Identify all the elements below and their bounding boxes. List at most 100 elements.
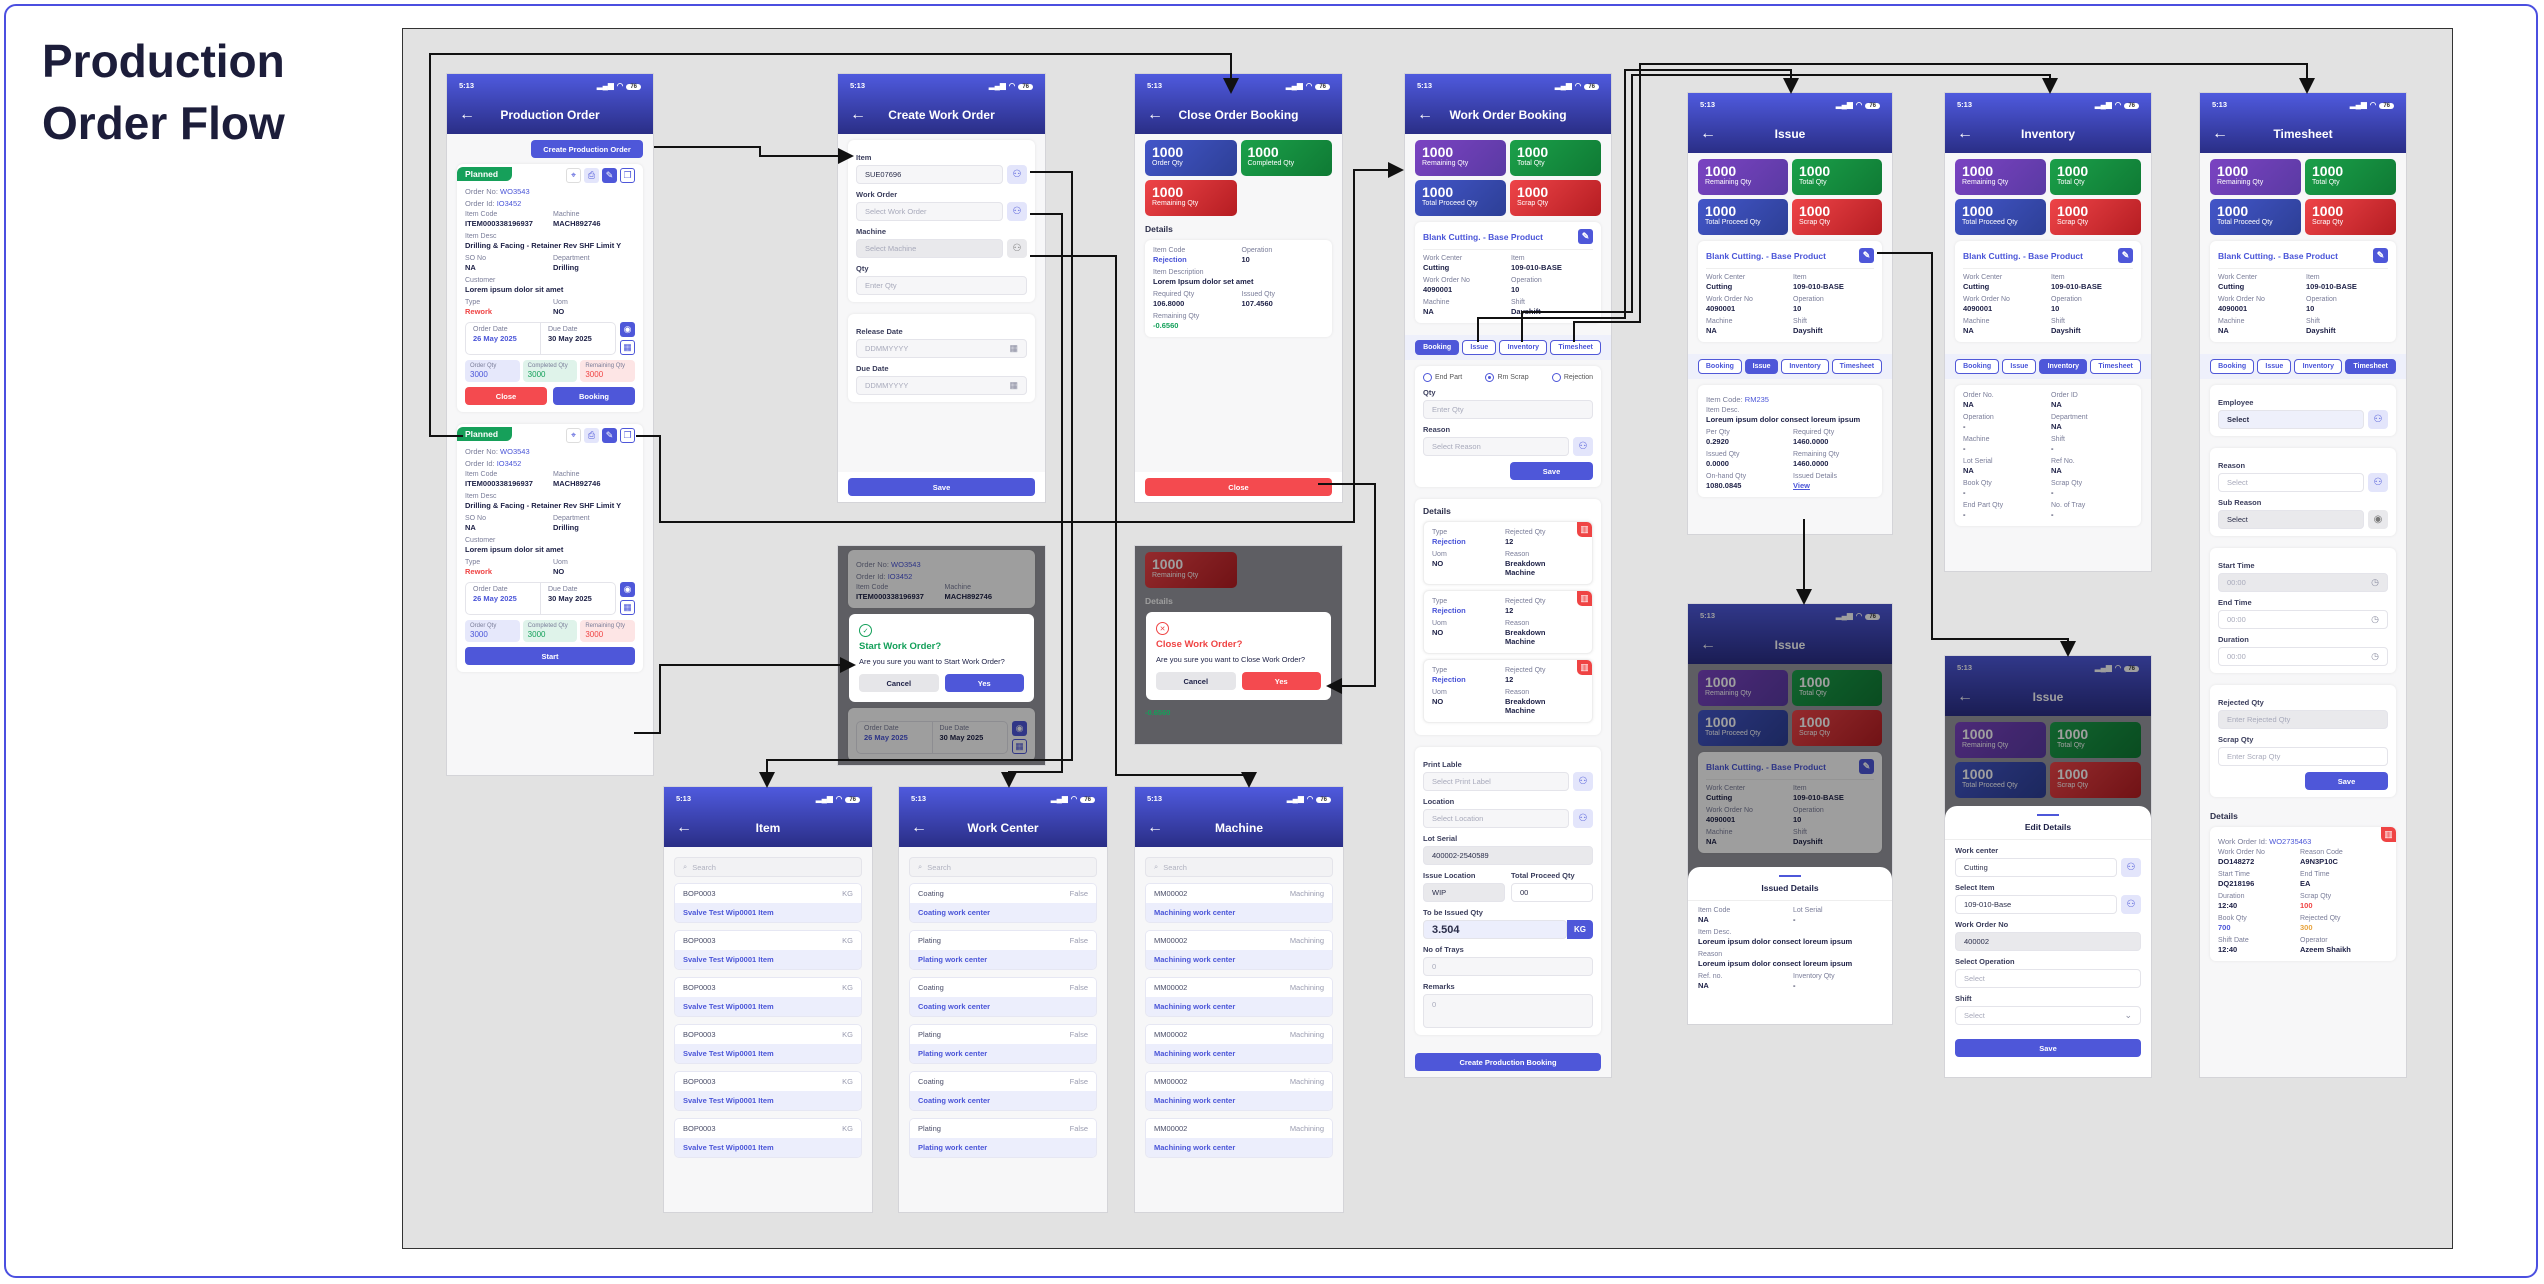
back-button[interactable]: ← <box>1957 125 1973 142</box>
yes-button[interactable]: Yes <box>944 674 1024 692</box>
back-button[interactable]: ← <box>676 819 692 836</box>
close-button[interactable]: Close <box>1145 478 1332 496</box>
chevron-down-icon[interactable]: ⌄ <box>2124 1010 2132 1020</box>
edit-icon[interactable]: ✎ <box>602 428 617 443</box>
copy-icon[interactable]: ❐ <box>620 428 635 443</box>
copy-icon[interactable]: ❐ <box>620 168 635 183</box>
edit-icon[interactable]: ✎ <box>602 168 617 183</box>
field-input[interactable]: Select⌄ <box>1955 1006 2141 1025</box>
radio-rejection[interactable]: Rejection <box>1551 373 1593 382</box>
radio-button[interactable] <box>1423 373 1432 382</box>
back-button[interactable]: ← <box>1700 636 1716 653</box>
clock-icon[interactable]: ◷ <box>2371 651 2379 661</box>
back-button[interactable]: ← <box>911 819 927 836</box>
back-button[interactable]: ← <box>2212 125 2228 142</box>
field-input[interactable]: 0 <box>1423 994 1593 1028</box>
cancel-button[interactable]: Cancel <box>859 674 939 692</box>
tab-issue[interactable]: Issue <box>2257 359 2292 374</box>
field-input[interactable]: 00:00◷ <box>2218 610 2388 629</box>
tab-booking[interactable]: Booking <box>1955 359 2000 374</box>
search-input[interactable]: ⌕Search <box>1145 857 1333 877</box>
tab-booking[interactable]: Booking <box>1698 359 1742 374</box>
create-production-booking-button[interactable]: Create Production Booking <box>1415 1053 1601 1071</box>
back-button[interactable]: ← <box>1957 688 1973 705</box>
field-input[interactable]: Enter Scrap Qty <box>2218 747 2388 766</box>
yes-button[interactable]: Yes <box>1241 672 1321 690</box>
save-button[interactable]: Save <box>1955 1039 2141 1057</box>
back-button[interactable]: ← <box>1417 106 1433 123</box>
field-input[interactable]: Select Location <box>1423 809 1569 828</box>
print-icon[interactable]: ⎙ <box>584 428 599 443</box>
field-input[interactable]: Select <box>2218 410 2364 429</box>
tab-timesheet[interactable]: Timesheet <box>2345 359 2396 374</box>
field-input[interactable]: Select Reason <box>1423 437 1569 456</box>
drag-handle[interactable] <box>2037 814 2059 816</box>
edit-button[interactable]: ✎ <box>2373 248 2388 263</box>
eye-icon[interactable]: ◉ <box>620 582 635 597</box>
tab-inventory[interactable]: Inventory <box>2039 359 2088 374</box>
edit-button[interactable]: ✎ <box>1578 229 1593 244</box>
picker-icon[interactable]: ⚇ <box>1573 772 1593 791</box>
search-input[interactable]: ⌕Search <box>909 857 1097 877</box>
field-input[interactable]: Select <box>2218 473 2364 492</box>
tag-icon[interactable]: ⌖ <box>566 168 581 183</box>
picker-icon[interactable]: ⚇ <box>2121 895 2141 914</box>
tab-issue[interactable]: Issue <box>2002 359 2037 374</box>
picker-icon[interactable]: ⚇ <box>2368 473 2388 492</box>
eye-icon[interactable]: ◉ <box>1012 721 1027 736</box>
trash-icon[interactable]: ▥ <box>1577 660 1592 675</box>
field-input[interactable]: 00 <box>1511 883 1593 902</box>
start-button[interactable]: Start <box>465 647 635 665</box>
edit-button[interactable]: ✎ <box>2118 248 2133 263</box>
picker-icon[interactable]: ⚇ <box>1573 809 1593 828</box>
print-icon[interactable]: ⎙ <box>584 168 599 183</box>
clock-icon[interactable]: ◷ <box>2371 614 2379 624</box>
tag-icon[interactable]: ⌖ <box>566 428 581 443</box>
tab-issue[interactable]: Issue <box>1744 359 1779 374</box>
picker-icon[interactable]: ⚇ <box>1007 239 1027 258</box>
field-input[interactable]: Cutting <box>1955 858 2117 877</box>
tab-inventory[interactable]: Inventory <box>1781 359 1829 374</box>
eye-icon[interactable]: ◉ <box>2368 510 2388 529</box>
save-button[interactable]: Save <box>848 478 1035 496</box>
drag-handle[interactable] <box>1779 875 1801 877</box>
back-button[interactable]: ← <box>1147 819 1163 836</box>
booking-button[interactable]: Booking <box>553 387 635 405</box>
edit-button[interactable]: ✎ <box>1859 759 1874 774</box>
field-input[interactable]: DDMMYYYY▦ <box>856 339 1027 358</box>
trash-icon[interactable]: ▥ <box>2381 827 2396 842</box>
field-input[interactable]: Enter Qty <box>1423 400 1593 419</box>
picker-icon[interactable]: ⚇ <box>1573 437 1593 456</box>
back-button[interactable]: ← <box>850 106 866 123</box>
calendar-icon[interactable]: ▦ <box>620 600 635 615</box>
trash-icon[interactable]: ▥ <box>1577 591 1592 606</box>
field-input[interactable]: DDMMYYYY▦ <box>856 376 1027 395</box>
tab-booking[interactable]: Booking <box>1415 340 1460 355</box>
picker-icon[interactable]: ⚇ <box>2368 410 2388 429</box>
tab-timesheet[interactable]: Timesheet <box>2090 359 2141 374</box>
eye-icon[interactable]: ◉ <box>620 322 635 337</box>
create-production-order-button[interactable]: Create Production Order <box>531 140 643 158</box>
field-input[interactable]: SUE07696 <box>856 165 1003 184</box>
calendar-icon[interactable]: ▦ <box>1012 739 1027 754</box>
field-input[interactable]: 0 <box>1423 957 1593 976</box>
field-input[interactable]: Enter Qty <box>856 276 1027 295</box>
picker-icon[interactable]: ⚇ <box>1007 165 1027 184</box>
picker-icon[interactable]: ⚇ <box>1007 202 1027 221</box>
view-link[interactable]: View <box>1793 481 1810 490</box>
tab-timesheet[interactable]: Timesheet <box>1550 340 1601 355</box>
radio-button[interactable] <box>1485 373 1495 382</box>
